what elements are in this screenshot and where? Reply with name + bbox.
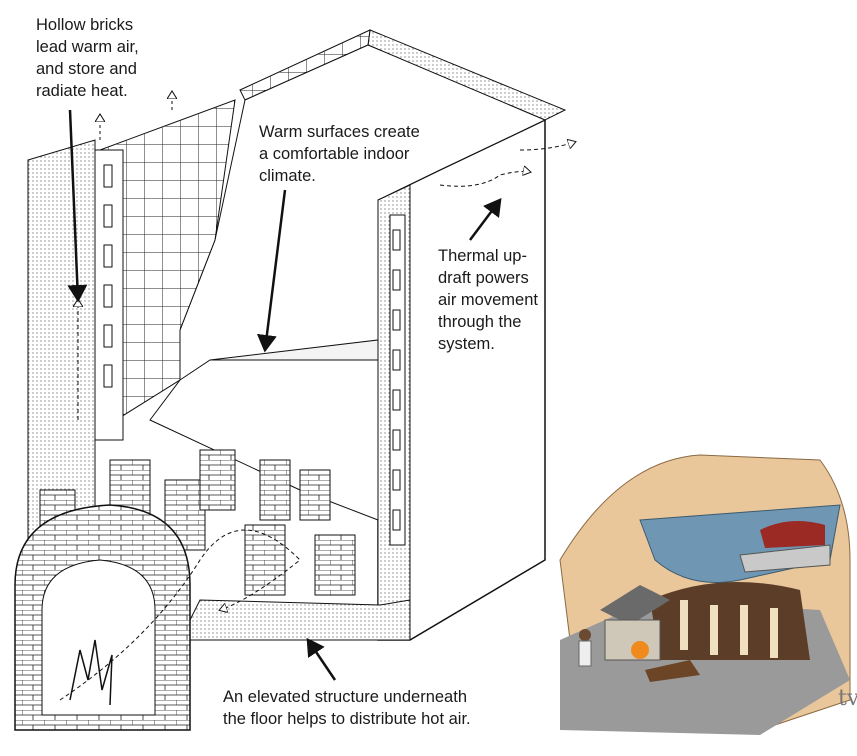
pointer-arrow	[67, 109, 88, 303]
furnace-arch	[14, 504, 191, 731]
pointer-arrow	[306, 637, 337, 681]
building-cutaway	[14, 29, 575, 731]
fire-icon	[69, 639, 113, 706]
airflow-arrow	[519, 142, 575, 151]
pointer-arrow	[256, 189, 287, 353]
pointer-arrow	[469, 198, 502, 241]
airflow-arrow	[59, 529, 301, 701]
elevated-structure-caption: An elevated structure underneath the flo…	[223, 688, 471, 728]
hollow-brick-column	[94, 149, 406, 546]
hollow-bricks-caption: Hollow bricks lead warm air, and store a…	[36, 16, 139, 100]
watermark: tv	[838, 686, 857, 711]
hypocaust-illustration	[559, 454, 851, 735]
airflow-arrow	[439, 171, 530, 187]
warm-surfaces-caption: Warm surfaces create a comfortable indoo…	[259, 123, 420, 185]
thermal-updraft-caption: Thermal up- draft powers air movement th…	[438, 247, 538, 353]
fire-icon	[631, 641, 649, 659]
